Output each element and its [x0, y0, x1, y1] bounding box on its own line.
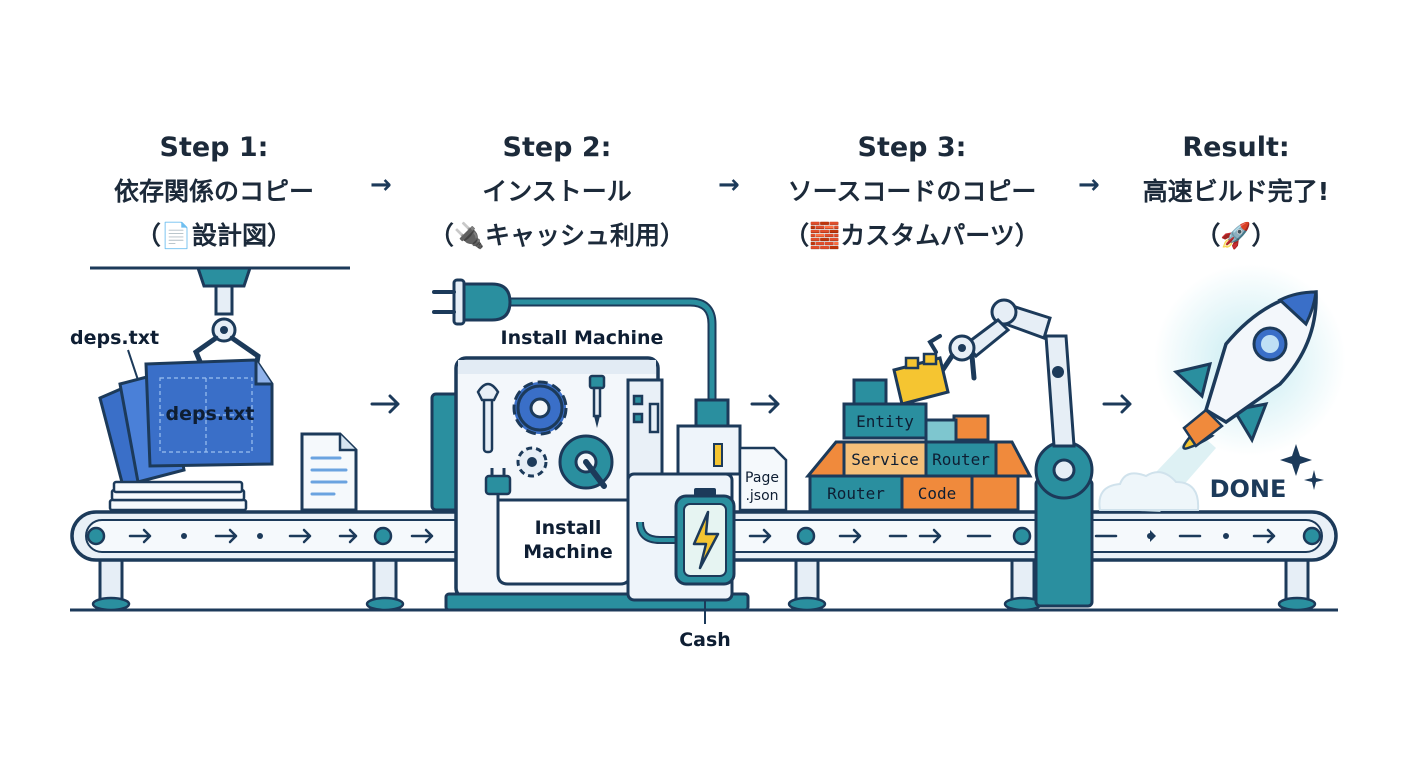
install-machine: Install Machine [430, 278, 788, 651]
deps-doc-label: deps.txt [165, 403, 254, 425]
head-arrow-3: → [1078, 170, 1100, 200]
step-1-header: Step 1: 依存関係のコピー （📄設計図） [64, 126, 364, 258]
brick-icon [892, 352, 950, 406]
step-3-title: Step 3: [857, 132, 967, 163]
step-1-station: deps.txt deps.txt [70, 266, 400, 512]
block-code: Code [918, 484, 957, 503]
step-1-subtitle: 依存関係のコピー [113, 177, 314, 206]
result-title: Result: [1182, 132, 1290, 163]
result-station: DONE [1098, 264, 1346, 512]
gear-icon [512, 380, 568, 436]
block-entity: Entity [856, 412, 914, 431]
block-router-bottom: Router [827, 484, 885, 503]
plug-icon [432, 278, 512, 326]
document-icon [300, 432, 358, 512]
step-3-header: Step 3: ソースコードのコピー （🧱カスタムパーツ） [762, 126, 1062, 258]
install-panel-line-2: Machine [523, 541, 612, 563]
gear-icon-2 [558, 434, 614, 490]
page-json-line-1: Page [745, 470, 779, 486]
block-router-top: Router [932, 450, 990, 469]
step-3-subtitle: ソースコードのコピー [787, 177, 1037, 206]
page-json-line-2: .json [745, 488, 778, 504]
step-2-header: Step 2: インストール （🔌キャッシュ利用） [407, 126, 707, 258]
step-3-detail: （🧱カスタムパーツ） [784, 221, 1040, 250]
head-arrow-1: → [370, 170, 392, 200]
screwdriver-icon [588, 374, 606, 428]
step-1-detail: （📄設計図） [135, 221, 293, 250]
done-label: DONE [1210, 475, 1287, 503]
wrench-icon [476, 382, 500, 454]
result-detail: （🚀） [1195, 221, 1277, 250]
sparkle-icon [1280, 444, 1324, 490]
page-json-doc: Page .json [738, 446, 788, 512]
deps-caption: deps.txt [70, 327, 159, 349]
rocket-icon [1172, 290, 1318, 450]
battery-icon [674, 488, 736, 586]
gear-icon-3 [516, 446, 548, 478]
result-subtitle: 高速ビルド完了! [1142, 177, 1330, 206]
step-1-title: Step 1: [159, 132, 269, 163]
step-2-subtitle: インストール [482, 177, 632, 206]
block-service: Service [851, 450, 918, 469]
step-2-title: Step 2: [502, 132, 612, 163]
flow-arrow-1 [370, 394, 400, 414]
result-header: Result: 高速ビルド完了! （🚀） [1086, 126, 1386, 258]
head-arrow-2: → [718, 170, 740, 200]
install-caption: Install Machine [501, 327, 664, 349]
flow-arrow-3 [1102, 394, 1132, 414]
install-panel-line-1: Install [535, 517, 602, 539]
flow-arrow-2 [750, 394, 780, 414]
step-2-detail: （🔌キャッシュ利用） [428, 221, 686, 250]
step-3-station: Entity Service Router Router Code [804, 298, 1132, 608]
cash-label: Cash [679, 629, 731, 651]
